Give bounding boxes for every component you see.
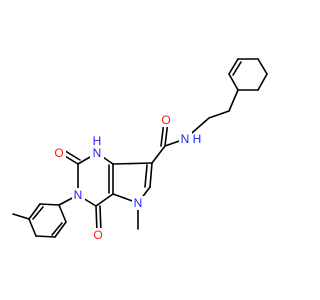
bond	[12, 213, 30, 220]
molecule-canvas: N H O N H O N N O	[12, 58, 268, 242]
bond	[228, 73, 239, 91]
bonds	[12, 58, 268, 238]
bond	[228, 89, 239, 112]
bond	[51, 222, 63, 236]
bond	[95, 193, 114, 207]
bond	[144, 164, 148, 188]
structure-diagram: N H O N H O N N O	[12, 58, 268, 242]
bond	[232, 61, 242, 76]
bond	[32, 206, 44, 220]
amide-nitrogen-label: N	[181, 132, 190, 146]
bond	[257, 73, 268, 91]
bond	[151, 145, 166, 164]
atom-labels: N H O N H O N N O	[53, 113, 201, 242]
bond	[228, 58, 239, 75]
bond	[112, 162, 153, 165]
bond	[208, 110, 230, 119]
bond	[54, 221, 67, 238]
amide-hydrogen-label: H	[193, 132, 202, 146]
bond	[28, 218, 37, 237]
bond	[35, 235, 56, 238]
bond	[39, 203, 60, 206]
ring-nitrogen-1-hydrogen-label: H	[93, 134, 102, 148]
c4-oxygen-label: O	[93, 228, 102, 242]
ring-nitrogen-3-label: N	[74, 188, 83, 202]
ring-nitrogen-5-label: N	[134, 196, 143, 210]
bond	[149, 162, 153, 188]
bond	[257, 58, 268, 75]
bond	[58, 204, 67, 223]
ring-nitrogen-1-label: N	[93, 146, 102, 160]
bond	[28, 203, 41, 220]
amide-oxygen-label: O	[161, 113, 170, 127]
c2-oxygen-label: O	[54, 146, 63, 160]
